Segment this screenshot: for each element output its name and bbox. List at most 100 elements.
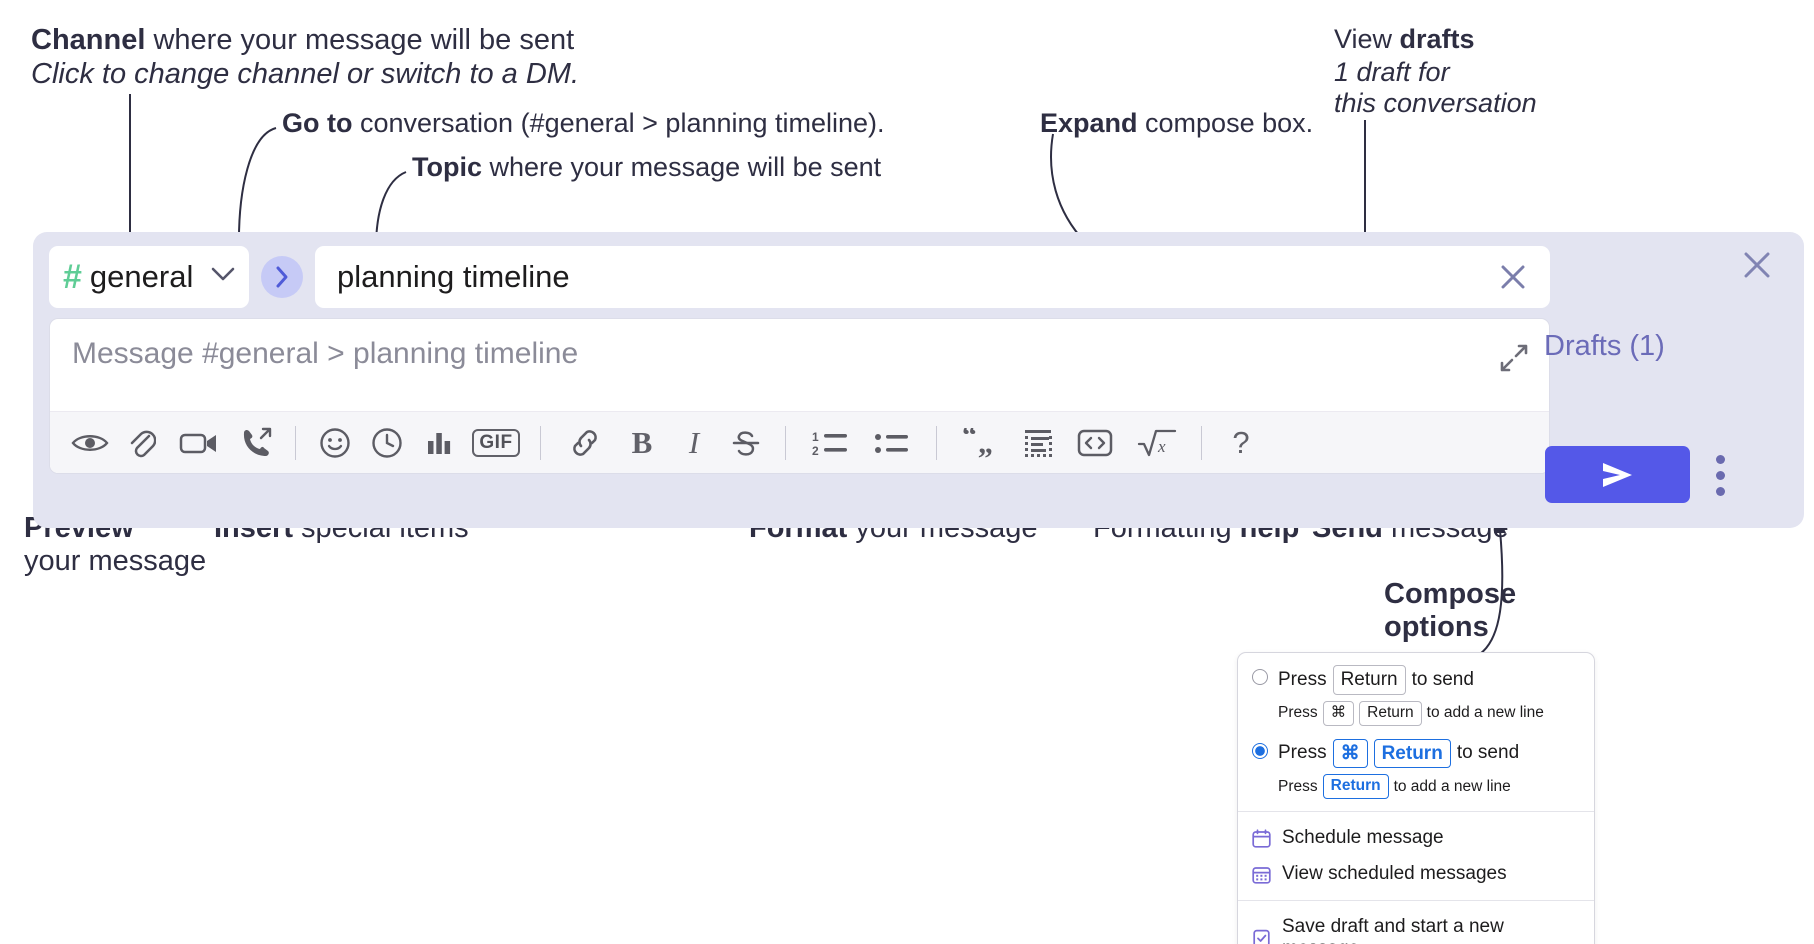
blockquote-icon: “ „ [962,428,993,458]
menu-item-schedule-message[interactable]: Schedule message [1238,816,1594,856]
attachment-icon [130,430,156,457]
reminder-button[interactable] [361,420,413,466]
preview-button[interactable] [64,420,116,466]
annotation-drafts-sub1-text: 1 draft for [1334,57,1450,87]
formatting-toolbar: GIF B I [50,411,1549,473]
opt0-key-return: Return [1332,665,1406,695]
code-button[interactable] [1064,420,1126,466]
calendar-grid-icon [1252,865,1271,884]
video-icon [179,433,216,453]
link-button[interactable] [554,420,616,466]
video-clip-button[interactable] [168,420,230,466]
clear-topic-button[interactable] [1496,260,1530,294]
kebab-dot-3 [1716,487,1725,496]
menu-group-draft: Save draft and start a new message [1238,901,1594,944]
go-to-conversation-button[interactable] [261,256,303,298]
menu-divider-1 [1238,811,1594,813]
italic-icon: I [688,424,700,460]
annotation-drafts-pre: View [1334,24,1400,54]
blockquote-button[interactable]: “ „ [950,420,1012,466]
italic-button[interactable]: I [668,420,720,466]
annotation-channel-bold: Channel [31,24,146,56]
annotation-expand-rest: compose box. [1137,108,1314,138]
annotation-goto: Go to conversation (#general > planning … [282,106,885,141]
close-compose-button[interactable] [1739,247,1775,288]
drafts-link[interactable]: Drafts (1) [1544,330,1665,362]
radio-cmd-return[interactable] [1252,742,1268,759]
opt1-key-cmd: ⌘ [1332,738,1368,769]
expand-compose-button[interactable] [1499,343,1529,378]
menu-divider-2 [1238,900,1594,902]
annotation-expand-bold: Expand [1040,108,1138,138]
svg-text:x: x [1157,437,1166,456]
menu-item-schedule-label: Schedule message [1282,827,1444,849]
radio-return[interactable] [1252,669,1268,685]
opt0-line1-post: to send [1411,668,1474,690]
poll-button[interactable] [413,420,465,466]
bulleted-list-icon [875,433,908,453]
audio-call-icon [243,427,272,456]
annotation-drafts-sub2: this conversation [1334,86,1537,121]
latex-button[interactable]: x [1126,420,1188,466]
topic-value: planning timeline [337,259,570,294]
code-icon [1077,429,1113,456]
menu-item-view-scheduled[interactable]: View scheduled messages [1238,856,1594,892]
svg-text:“: “ [962,428,977,452]
send-option-return-line2: Press ⌘ Return to add a new line [1278,700,1544,726]
calendar-icon [1252,828,1271,848]
opt0-line1-pre: Press [1278,668,1327,690]
opt1-line2-pre: Press [1278,777,1318,795]
latex-icon: x [1137,429,1177,456]
strikethrough-icon [732,430,760,456]
message-input[interactable]: Message #general > planning timeline [50,319,1549,411]
toolbar-divider-2 [540,425,541,460]
close-icon [1744,252,1770,278]
emoji-button[interactable] [309,420,361,466]
opt1-line1-post: to send [1456,742,1520,764]
annotation-channel-sub-text: Click to change channel or switch to a D… [31,58,580,90]
chevron-right-icon [276,266,288,288]
annotation-channel: Channel where your message will be sent [31,22,574,60]
annotation-goto-rest: conversation (#general > planning timeli… [352,108,885,138]
opt0-line2-pre: Press [1278,704,1318,722]
send-option-return[interactable]: Press Return to send Press ⌘ Return to a… [1252,665,1580,726]
attachment-button[interactable] [116,420,168,466]
channel-selector[interactable]: # general [49,246,249,308]
help-icon: ? [1232,424,1250,460]
ordered-list-button[interactable]: 1 2 [799,420,861,466]
clock-icon [372,427,402,458]
hash-icon: # [63,258,82,296]
audio-clip-button[interactable] [230,420,282,466]
opt0-line2-post: to add a new line [1426,704,1544,722]
opt0-key-return2: Return [1359,700,1422,726]
code-block-icon [1025,429,1052,457]
bold-button[interactable]: B [616,420,668,466]
send-shortcut-options: Press Return to send Press ⌘ Return to a… [1238,653,1594,811]
bold-icon: B [631,424,653,460]
code-block-button[interactable] [1012,420,1064,466]
send-option-cmd-return[interactable]: Press ⌘ Return to send Press Return to a… [1252,738,1580,800]
send-option-cmd-line2: Press Return to add a new line [1278,774,1519,800]
annotation-topic-bold: Topic [412,152,482,182]
menu-item-save-draft-label: Save draft and start a new message [1282,916,1504,944]
formatting-help-button[interactable]: ? [1215,420,1267,466]
annotation-topic: Topic where your message will be sent [412,150,881,185]
channel-name: general [89,259,194,294]
toolbar-divider-5 [1201,425,1202,460]
gif-button[interactable]: GIF [465,420,527,466]
opt1-key-return: Return [1373,738,1451,769]
annotation-channel-sub: Click to change channel or switch to a D… [31,56,579,94]
annotation-drafts-sub1: 1 draft for [1334,55,1450,90]
message-card: Message #general > planning timeline [49,318,1550,474]
opt0-key-cmd: ⌘ [1322,700,1355,726]
menu-item-save-draft[interactable]: Save draft and start a new message [1238,905,1594,944]
strikethrough-button[interactable] [720,420,772,466]
bulleted-list-button[interactable] [861,420,923,466]
send-button[interactable] [1545,446,1690,503]
toolbar-divider [295,425,296,460]
svg-text:1: 1 [812,430,819,444]
compose-options-button[interactable] [1716,455,1725,496]
gif-icon: GIF [472,428,520,457]
topic-input[interactable]: planning timeline [315,246,1550,308]
annotation-compose-options-bold1: Compose [1384,578,1517,610]
